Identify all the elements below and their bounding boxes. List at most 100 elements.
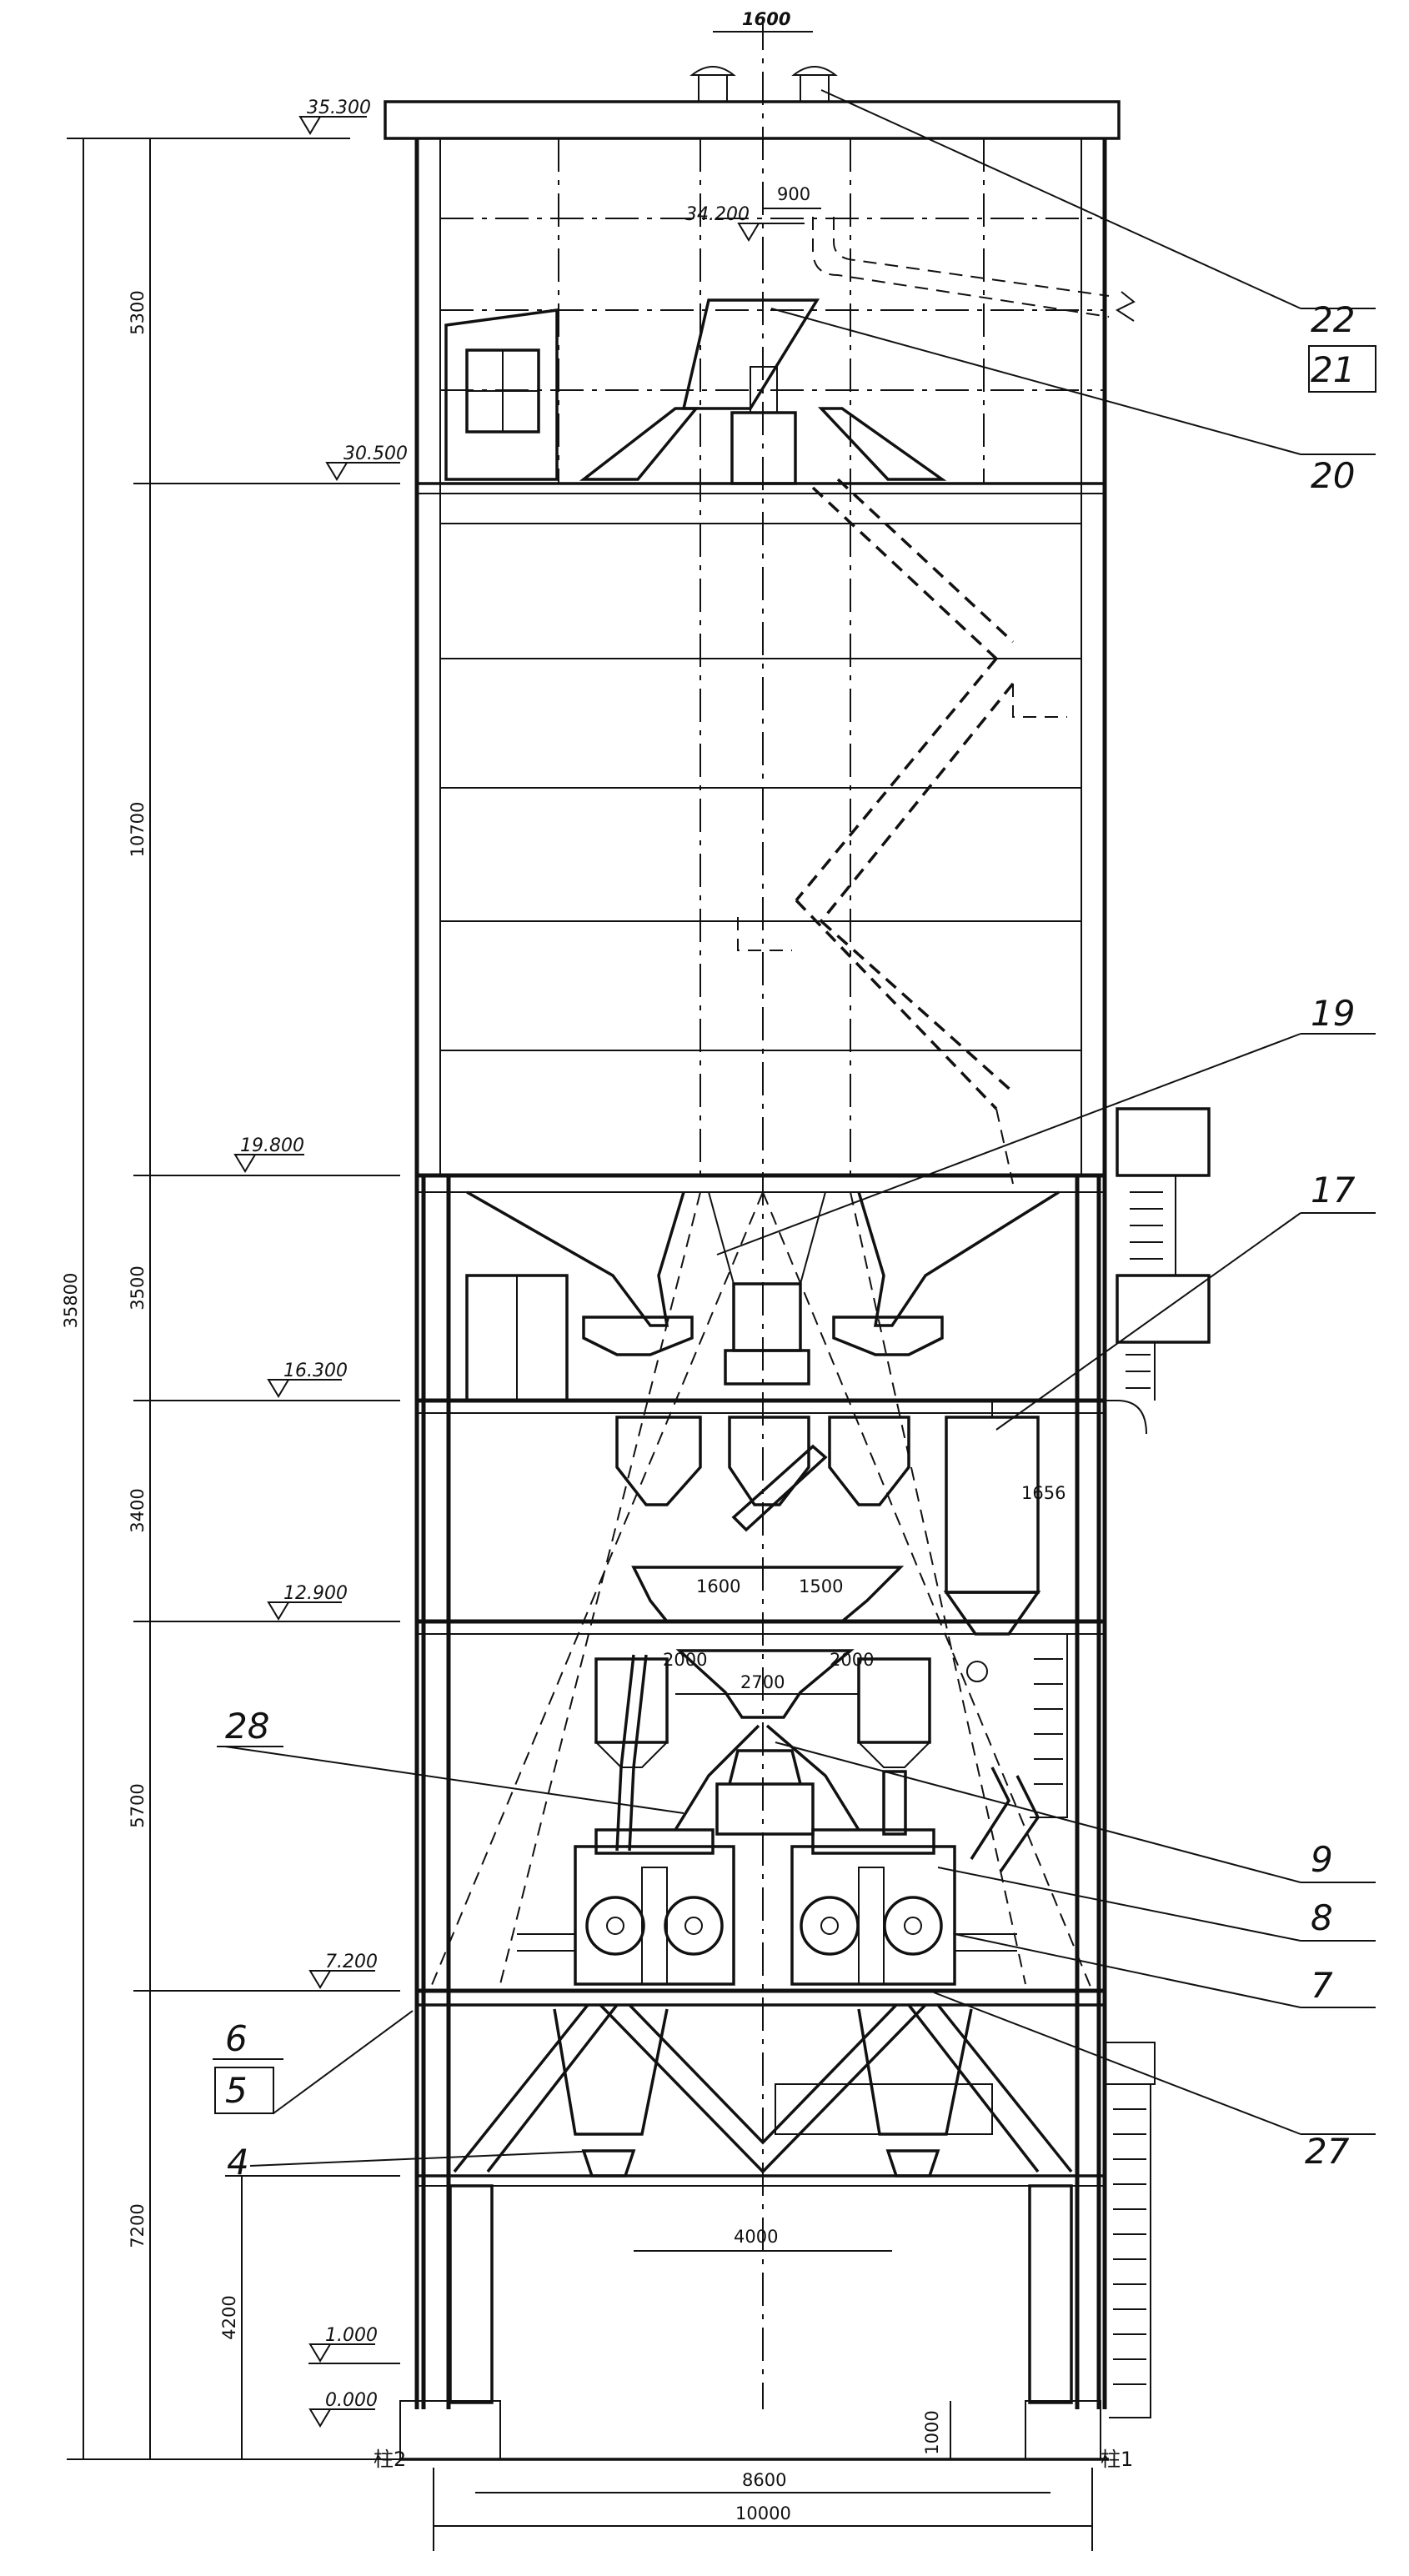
bin-hopper-right	[857, 1190, 1060, 1327]
callout-27: 27	[1305, 2131, 1350, 2172]
chain-ticks	[67, 138, 400, 2460]
weigh-hopper-center	[728, 1416, 810, 1506]
splitter-frame	[715, 1749, 815, 1836]
callout-8: 8	[1311, 1897, 1333, 1938]
dim-2000-left: 2000	[663, 1650, 707, 1670]
stair-lower	[1030, 1633, 1068, 1818]
buffer-bin-left-cone	[594, 1742, 669, 1768]
dim-1600: 1600	[696, 1576, 740, 1596]
dim-2000-right: 2000	[830, 1650, 874, 1670]
dim-1500: 1500	[799, 1576, 843, 1596]
roller-left-1-hub	[606, 1917, 624, 1935]
top-distributor-neck	[750, 366, 778, 413]
lower-frame-diag-center	[599, 2003, 927, 2174]
elev-markers	[233, 116, 805, 2428]
leader-28	[224, 1746, 684, 1814]
callout-19: 19	[1311, 993, 1355, 1034]
dust-collector-cone	[943, 1591, 1041, 1636]
roller-right-1-hub	[820, 1917, 839, 1935]
callout-5-box	[214, 2067, 274, 2114]
splitter-arms	[674, 1724, 860, 1831]
dim-4200: 4200	[219, 2295, 239, 2339]
elev-30500: 30.500	[343, 444, 408, 464]
column-label-right: 柱1	[1101, 2448, 1133, 2471]
lower-hopper-left	[553, 2008, 669, 2136]
callout-5: 5	[225, 2070, 248, 2111]
callout-22: 22	[1311, 299, 1355, 340]
buffer-bin-right	[857, 1657, 931, 1744]
buffer-bin-right-cone	[856, 1742, 932, 1768]
feeder-right	[832, 1316, 944, 1356]
feeder-left	[582, 1316, 694, 1356]
roof-vent-left	[698, 74, 728, 103]
air-duct-top	[812, 217, 1110, 318]
inclined-feeder	[731, 1444, 828, 1532]
stair-ground	[1109, 2083, 1151, 2418]
chute-bracket-upper	[1012, 684, 1067, 718]
platform-ground	[1104, 2042, 1156, 2085]
roller-left-1	[585, 1896, 645, 1956]
elev-7200: 7.200	[325, 1952, 378, 1972]
leader-5	[273, 2010, 414, 2114]
zigzag-chute-2	[795, 657, 1015, 923]
top-hopper-right	[817, 407, 947, 481]
elev-34200: 34.200	[685, 204, 750, 225]
roller-right-2	[883, 1896, 943, 1956]
zigzag-chute-tail	[995, 1108, 1014, 1185]
callout-9: 9	[1311, 1839, 1333, 1880]
lower-frame-diag-left	[453, 2003, 619, 2173]
feeder-center-base	[724, 1349, 810, 1386]
callout-21-box	[1308, 345, 1376, 393]
elev-0000: 0.000	[325, 2390, 378, 2411]
column-label-left: 柱2	[374, 2448, 406, 2471]
callout-4: 4	[227, 2142, 249, 2183]
dim-top-1600: 1600	[742, 9, 790, 29]
dim-1000: 1000	[922, 2410, 942, 2454]
dim-1656: 1656	[1021, 1483, 1066, 1503]
lower-frame-diag-right	[907, 2003, 1073, 2173]
roller-press-right-top	[811, 1828, 935, 1855]
dim-2700: 2700	[740, 1672, 785, 1692]
leader-20	[770, 308, 1301, 455]
bin-hopper-left	[466, 1190, 685, 1327]
leader-8	[937, 1867, 1301, 1942]
dim-900: 900	[777, 184, 810, 204]
lower-outlet-left	[581, 2149, 636, 2178]
zigzag-chute-1	[811, 478, 1015, 660]
zigzag-chute-3	[795, 899, 1015, 1110]
diag-dash-left	[429, 1191, 764, 1992]
footing-block-right	[1025, 2400, 1101, 2460]
leader-7	[954, 1933, 1301, 2008]
collecting-hopper	[631, 1566, 905, 1623]
grating-right	[775, 2083, 993, 2135]
roller-right-1	[800, 1896, 860, 1956]
diag-dash-inner-left	[499, 1191, 701, 1985]
dim-35800: 35800	[61, 1273, 81, 1329]
press-base-right	[955, 1933, 1017, 1952]
elev-35300: 35.300	[307, 98, 371, 118]
roof-vent-right	[800, 74, 830, 103]
leader-19	[716, 1033, 1301, 1255]
weigh-hopper-left	[615, 1416, 702, 1506]
diag-dash-inner-right	[850, 1191, 1026, 1985]
callout-6: 6	[225, 2018, 248, 2059]
roof-vent-right-cap	[791, 66, 838, 76]
dust-duct	[991, 1400, 1147, 1435]
door-frame	[444, 308, 559, 481]
callout-20: 20	[1311, 455, 1355, 496]
callout-17: 17	[1311, 1170, 1356, 1210]
feeder-center	[732, 1282, 802, 1352]
callout-7: 7	[1311, 1965, 1333, 2006]
spring-damper	[882, 1770, 907, 1836]
dim-3400: 3400	[128, 1488, 148, 1532]
diag-dash-right	[762, 1191, 1093, 1992]
stair-upper-box	[1116, 1107, 1211, 1177]
dim-3500: 3500	[128, 1265, 148, 1310]
elev-16300: 16.300	[283, 1361, 348, 1381]
leader-4	[249, 2150, 601, 2167]
leader-17	[995, 1212, 1301, 1431]
dim-4000: 4000	[734, 2227, 778, 2247]
leader-9	[775, 1742, 1301, 1883]
roller-press-right-gear	[858, 1867, 885, 1985]
hook	[966, 1661, 988, 1682]
